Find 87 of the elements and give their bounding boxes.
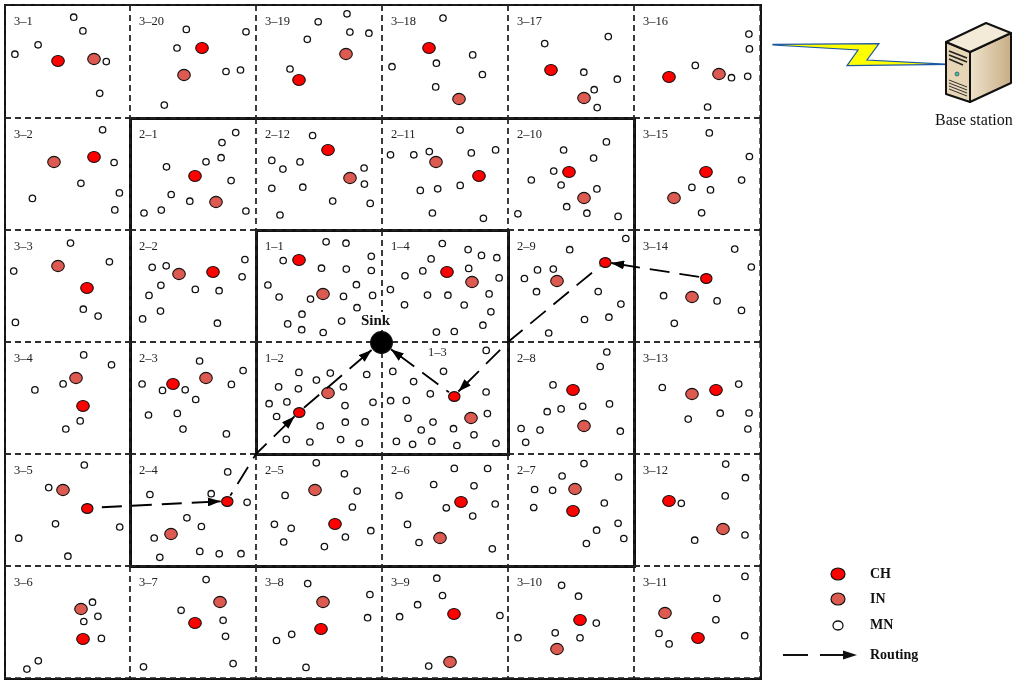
ch-node-icon bbox=[220, 495, 234, 507]
grid-cell bbox=[256, 566, 382, 678]
grid-cell bbox=[382, 342, 508, 454]
grid-cell bbox=[634, 342, 760, 454]
routing-arrow bbox=[610, 260, 701, 278]
grid-cell bbox=[256, 118, 382, 230]
cell-label: 2–12 bbox=[265, 127, 290, 141]
ch-node-icon bbox=[292, 406, 306, 418]
grid-cell bbox=[5, 566, 130, 678]
routing-arrow bbox=[302, 349, 373, 409]
ch-node-icon bbox=[598, 256, 612, 268]
cell-label: 2–2 bbox=[139, 239, 158, 253]
inner-ring-border bbox=[255, 229, 510, 456]
cell-label: 3–6 bbox=[14, 575, 33, 589]
grid-cell bbox=[5, 454, 130, 566]
cell-label: 2–9 bbox=[517, 239, 536, 253]
cell-label: 3–9 bbox=[391, 575, 410, 589]
grid-cell bbox=[634, 566, 760, 678]
cell-label: 3–3 bbox=[14, 239, 33, 253]
cell-label: 3–1 bbox=[14, 14, 33, 28]
routing-arrow bbox=[457, 265, 601, 393]
grid-cell bbox=[508, 454, 634, 566]
cell-label: 3–8 bbox=[265, 575, 284, 589]
grid-cell bbox=[256, 5, 382, 118]
grid-cell bbox=[382, 454, 508, 566]
grid-cell bbox=[634, 454, 760, 566]
station-label: Base station bbox=[935, 110, 1013, 129]
cell-label: 3–19 bbox=[265, 14, 290, 28]
cell-label: 3–7 bbox=[139, 575, 158, 589]
middle-ring-border bbox=[129, 117, 636, 568]
grid-cell bbox=[130, 230, 256, 342]
cell-label: 3–15 bbox=[643, 127, 668, 141]
cell-label: 3–16 bbox=[643, 14, 668, 28]
grid-cell bbox=[5, 230, 130, 342]
grid-cell bbox=[508, 342, 634, 454]
cell-label: 2–1 bbox=[139, 127, 158, 141]
legend-label: Routing bbox=[870, 646, 919, 663]
legend-label: MN bbox=[870, 616, 894, 633]
cell-label: 1–1 bbox=[265, 239, 284, 253]
cell-label: 2–11 bbox=[391, 127, 416, 141]
sink-node-icon bbox=[369, 330, 393, 354]
ch-node-icon bbox=[699, 272, 713, 284]
grid-cell bbox=[382, 566, 508, 678]
legend-label: CH bbox=[870, 565, 891, 582]
legend-label: IN bbox=[870, 590, 886, 607]
cell-label: 3–14 bbox=[643, 239, 668, 253]
ch-node-icon bbox=[80, 502, 94, 514]
cell-label: 3–11 bbox=[643, 575, 668, 589]
cell-label: 1–4 bbox=[391, 239, 410, 253]
grid-cell bbox=[5, 342, 130, 454]
cell-label: 2–10 bbox=[517, 127, 542, 141]
cell-label: 3–18 bbox=[391, 14, 416, 28]
grid-cell bbox=[634, 5, 760, 118]
grid-cell bbox=[130, 5, 256, 118]
grid-cell bbox=[508, 230, 634, 342]
cell-label: 3–12 bbox=[643, 463, 668, 477]
grid-cell bbox=[130, 342, 256, 454]
grid-cell bbox=[130, 566, 256, 678]
cell-label: 2–4 bbox=[139, 463, 158, 477]
grid-cell bbox=[634, 230, 760, 342]
grid-cell bbox=[508, 5, 634, 118]
cell-label: 3–13 bbox=[643, 351, 668, 365]
cell-label: 3–17 bbox=[517, 14, 542, 28]
cell-label: 2–7 bbox=[517, 463, 536, 477]
grid-cell bbox=[382, 118, 508, 230]
cell-label: 1–2 bbox=[265, 351, 284, 365]
routing-arrow bbox=[229, 415, 296, 497]
cell-label: 2–5 bbox=[265, 463, 284, 477]
grid-cell bbox=[256, 454, 382, 566]
ch-node-icon bbox=[447, 390, 461, 402]
cell-label: 3–10 bbox=[517, 575, 542, 589]
grid-cell bbox=[5, 5, 130, 118]
grid-cell bbox=[508, 566, 634, 678]
routing-arrow bbox=[390, 348, 450, 394]
network-frame bbox=[4, 4, 762, 680]
grid-cell bbox=[634, 118, 760, 230]
node-caption: Sink bbox=[360, 312, 392, 329]
grid-cell bbox=[382, 5, 508, 118]
grid-cell bbox=[5, 118, 130, 230]
cell-label: 3–4 bbox=[14, 351, 33, 365]
cell-label: 2–6 bbox=[391, 463, 410, 477]
cell-label: 2–8 bbox=[517, 351, 536, 365]
cell-label: 2–3 bbox=[139, 351, 158, 365]
cell-label: 3–5 bbox=[14, 463, 33, 477]
cell-label: 3–20 bbox=[139, 14, 164, 28]
cell-label: 1–3 bbox=[428, 345, 447, 359]
cell-label: 3–2 bbox=[14, 127, 33, 141]
